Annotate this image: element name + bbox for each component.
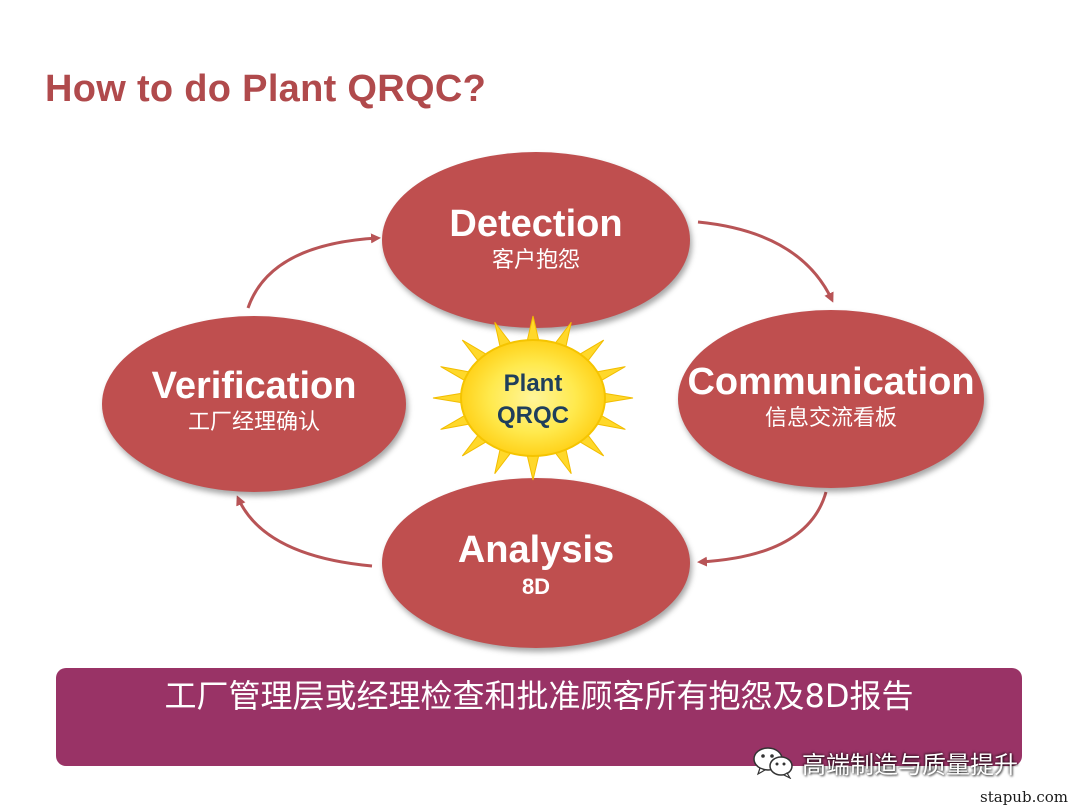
- analysis-label: Analysis: [457, 529, 615, 571]
- detection-sublabel: 客户抱怨: [491, 248, 580, 273]
- verification-label: Verification: [151, 365, 357, 407]
- site-url: stapub.com: [980, 788, 1068, 806]
- page-title: How to do Plant QRQC?: [45, 68, 487, 110]
- wechat-icon: [753, 747, 793, 779]
- summary-banner: [56, 668, 1022, 766]
- communication-node: Communication 信息交流看板: [678, 310, 984, 488]
- communication-sublabel: 信息交流看板: [764, 406, 897, 431]
- center-label: Plant QRQC: [468, 368, 598, 432]
- verification-node: Verification 工厂经理确认: [102, 316, 406, 492]
- center-label-line1: Plant: [503, 370, 563, 397]
- detection-label: Detection: [449, 203, 623, 245]
- sun-icon: [432, 315, 634, 481]
- watermark-text: 高端制造与质量提升: [802, 750, 1018, 779]
- communication-label: Communication: [687, 361, 975, 403]
- arrow-verification-to-detection: [246, 233, 381, 309]
- watermark: 高端制造与质量提升: [752, 742, 1018, 782]
- arrow-detection-to-communication: [697, 220, 834, 303]
- verification-sublabel: 工厂经理确认: [187, 410, 320, 435]
- summary-banner-text: 工厂管理层或经理检查和批准顾客所有抱怨及8D报告: [164, 677, 914, 715]
- arrow-communication-to-analysis: [697, 491, 828, 567]
- arrow-analysis-to-verification: [236, 495, 373, 568]
- analysis-node: Analysis 8D: [382, 478, 690, 648]
- center-label-line2: QRQC: [497, 402, 569, 429]
- analysis-sublabel: 8D: [521, 574, 551, 599]
- detection-node: Detection 客户抱怨: [382, 152, 690, 328]
